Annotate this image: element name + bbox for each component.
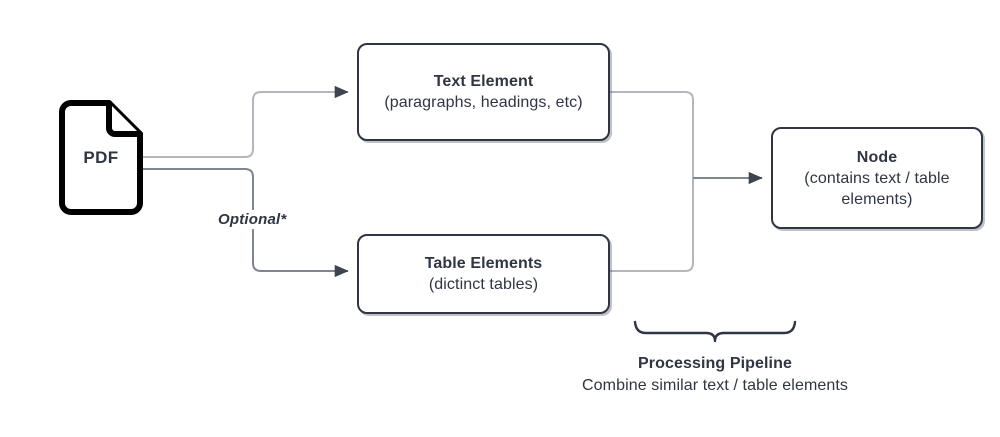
edge-label-optional: Optional* [214, 210, 291, 229]
edge-text-element-to-node [610, 91, 694, 178]
edge-pdf-to-text-element [143, 85, 349, 158]
processing-pipeline-brace-icon [633, 320, 797, 343]
pdf-document-icon: PDF [57, 98, 145, 217]
processing-pipeline-title: Processing Pipeline [638, 355, 792, 372]
node-table-elements-title: Table Elements [424, 255, 543, 272]
node-node[interactable]: Node (contains text / table elements) [771, 127, 983, 229]
node-table-elements-subtitle: (dictinct tables) [428, 276, 539, 293]
edge-table-elements-to-node [610, 178, 694, 272]
node-table-elements[interactable]: Table Elements (dictinct tables) [357, 234, 610, 314]
node-node-title: Node [856, 148, 898, 166]
pdf-icon-label: PDF [83, 147, 119, 167]
node-node-subtitle: (contains text / table elements) [804, 169, 950, 208]
processing-pipeline-subtitle: Combine similar text / table elements [581, 377, 849, 394]
node-text-element-subtitle: (paragraphs, headings, etc) [384, 94, 583, 111]
node-text-element[interactable]: Text Element (paragraphs, headings, etc) [357, 43, 610, 141]
node-text-element-title: Text Element [433, 73, 534, 90]
